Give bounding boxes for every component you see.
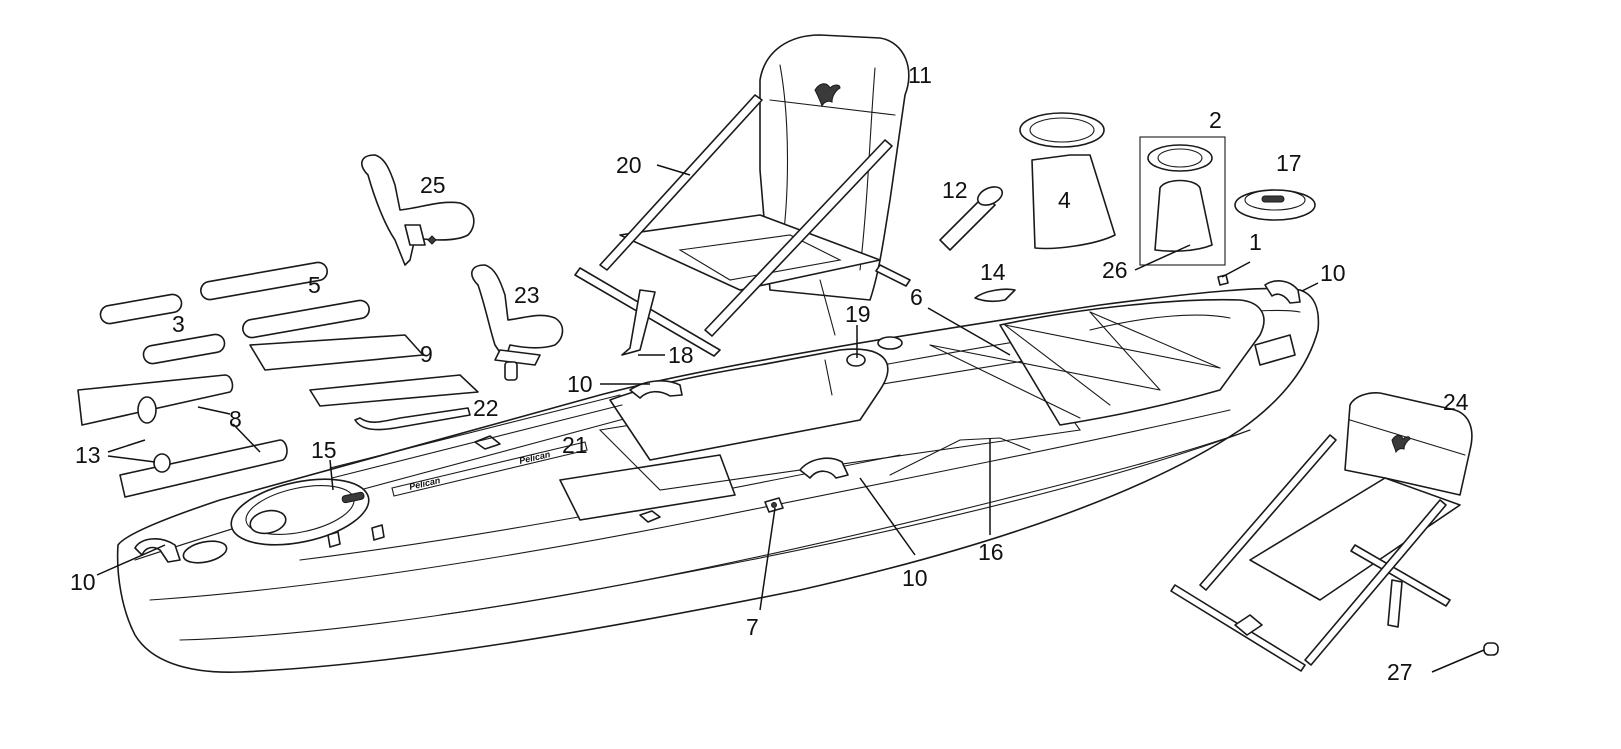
leader-lines [96, 164, 1485, 673]
paddle-holder-strap [354, 407, 471, 431]
callout-19: 19 [845, 301, 871, 327]
callout-2: 2 [1209, 107, 1222, 133]
callout-10-mid: 10 [567, 371, 593, 397]
callout-6: 6 [910, 284, 923, 310]
callout-8: 8 [229, 406, 242, 432]
foot-brace-knob [153, 453, 171, 473]
callout-5: 5 [308, 272, 321, 298]
seat-assembly [574, 34, 911, 357]
bungee-cord [929, 311, 1221, 419]
callout-24: 24 [1443, 389, 1469, 415]
alternate-seat [1170, 392, 1499, 672]
callout-18: 18 [668, 342, 694, 368]
callout-10-center: 10 [902, 565, 928, 591]
callout-27: 27 [1387, 659, 1413, 685]
bungee-cord-rear [889, 437, 1031, 476]
seat-frame-end-cap [1483, 642, 1499, 656]
callout-20: 20 [616, 152, 642, 178]
callout-1: 1 [1249, 229, 1262, 255]
short-accessory-track [99, 293, 226, 365]
storage-hatch-assembly [1139, 136, 1226, 266]
callout-9: 9 [420, 341, 433, 367]
rod-holder [361, 154, 475, 266]
callout-labels: 2 1 17 26 4 12 14 6 10 11 20 18 19 10 25… [70, 62, 1469, 685]
callout-10-stern: 10 [1320, 260, 1346, 286]
foot-brace-knob [137, 396, 157, 424]
callout-23: 23 [514, 282, 540, 308]
long-accessory-track [200, 261, 370, 339]
rod-holder-with-base [471, 264, 564, 381]
callout-4: 4 [1058, 187, 1071, 213]
cleat [974, 288, 1016, 303]
kayak-hull: Pelican Pelican [116, 274, 1320, 673]
callout-10-bow: 10 [70, 569, 96, 595]
callout-26: 26 [1102, 257, 1128, 283]
callout-16: 16 [978, 539, 1004, 565]
ruler-decal: Pelican Pelican [391, 441, 588, 497]
callout-11: 11 [908, 62, 932, 88]
callout-25: 25 [420, 172, 446, 198]
callout-22: 22 [473, 395, 499, 421]
foot-brace [77, 374, 288, 498]
flush-rod-holder [939, 186, 1004, 251]
callout-3: 3 [172, 311, 185, 337]
callout-14: 14 [980, 259, 1006, 285]
callout-13: 13 [75, 442, 101, 468]
hatch-with-bag [1019, 112, 1116, 250]
callout-21: 21 [562, 432, 588, 458]
round-hatch-cover [1234, 189, 1316, 221]
callout-12: 12 [942, 177, 968, 203]
deck-pad [249, 334, 479, 407]
callout-17: 17 [1276, 150, 1302, 176]
callout-7: 7 [746, 614, 759, 640]
callout-15: 15 [311, 437, 337, 463]
